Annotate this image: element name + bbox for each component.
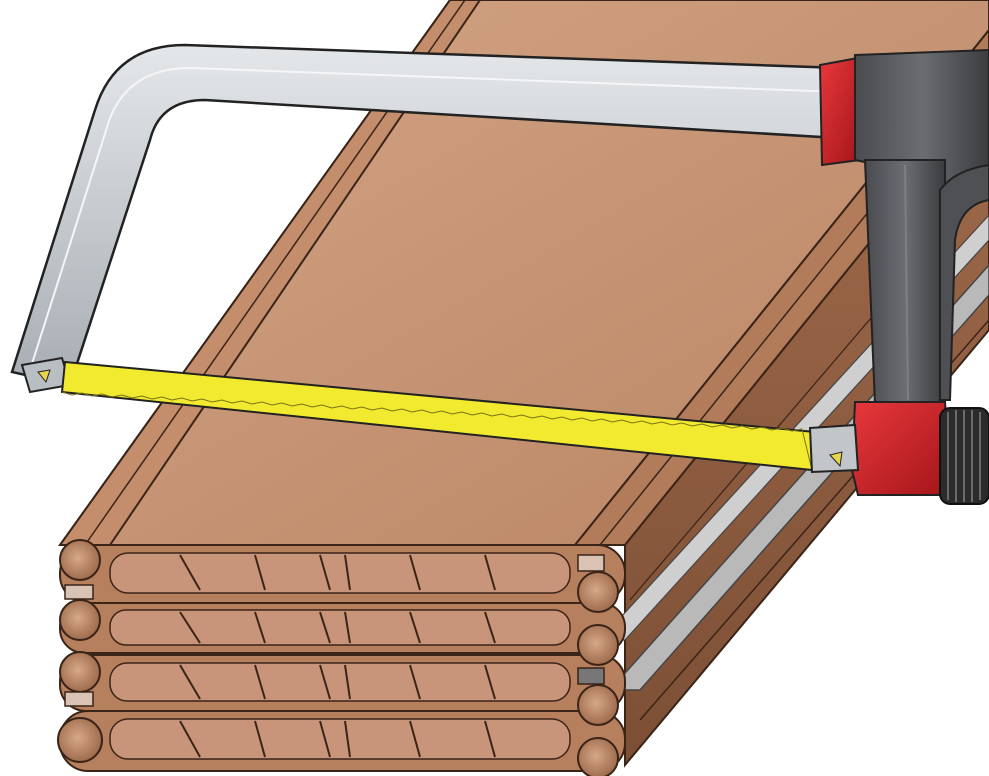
hacksaw-frame-icon bbox=[10, 43, 842, 394]
tension-knob-icon bbox=[939, 407, 989, 505]
profile-end-faces bbox=[57, 539, 626, 776]
saw-handle-icon bbox=[808, 48, 989, 496]
